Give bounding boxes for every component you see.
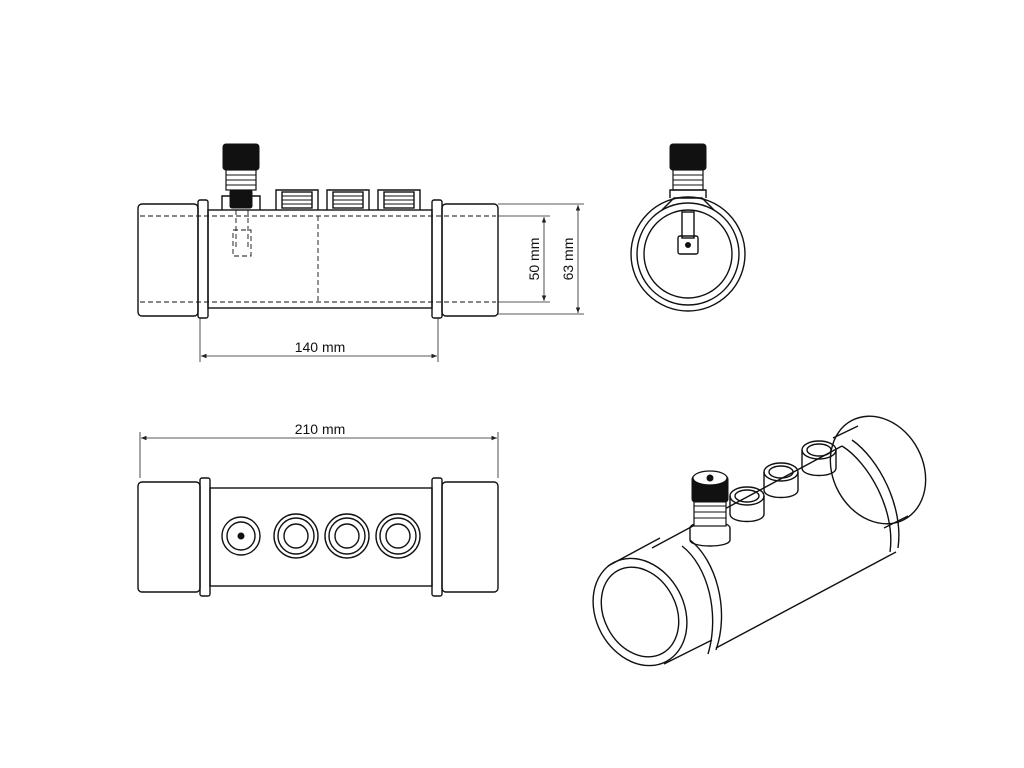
port-iso-1: [729, 486, 765, 523]
sensor-side-icon: [661, 143, 715, 255]
dimension-label-50: 50 mm: [526, 238, 542, 281]
port-iso-2: [763, 462, 799, 499]
dimension-label-63: 63 mm: [560, 238, 576, 281]
sensor-iso-icon: [689, 470, 731, 547]
dimension-63: 63 mm: [498, 203, 584, 315]
dimension-210: 210 mm: [139, 421, 499, 478]
dimension-50: 50 mm: [498, 215, 550, 303]
port-top-2: [324, 513, 370, 559]
port-1: [275, 189, 319, 210]
side-view: [630, 143, 746, 312]
port-top-3: [375, 513, 421, 559]
sensor-icon: [221, 143, 261, 210]
dimension-140: 140 mm: [199, 318, 439, 362]
sensor-port-top: [221, 516, 261, 556]
port-top-1: [273, 513, 319, 559]
front-view: 140 mm 50 mm 63 mm: [137, 143, 584, 362]
dimension-label-140: 140 mm: [295, 339, 346, 355]
top-view: 210 mm: [137, 421, 499, 597]
isometric-view: [592, 415, 927, 667]
port-iso-3: [801, 440, 837, 477]
port-2: [326, 189, 370, 210]
hidden-probe: [232, 210, 252, 257]
dimension-label-210: 210 mm: [295, 421, 346, 437]
port-3: [377, 189, 421, 210]
